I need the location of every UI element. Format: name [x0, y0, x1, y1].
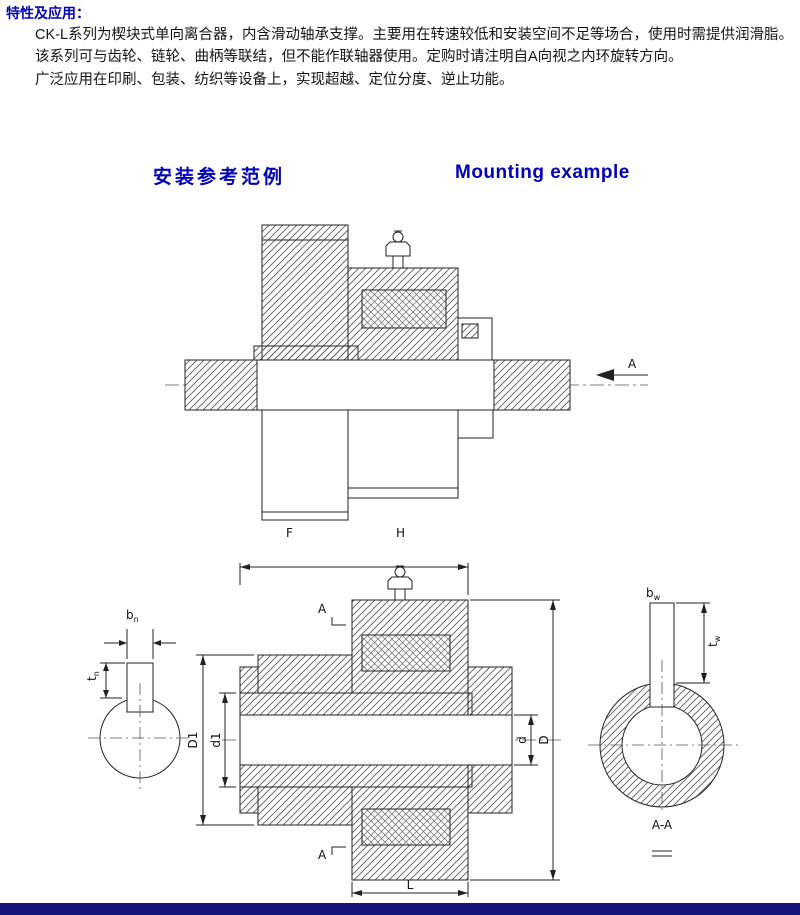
- dimension-drawing: bn tn A A D1 d1 d D L bw tw A-A: [85, 563, 738, 897]
- bearing-lower: [361, 808, 451, 846]
- shaft-hatch-right: [493, 359, 571, 411]
- dim-bn-label: bn: [126, 608, 139, 624]
- dim-tn-label: tn: [85, 671, 101, 681]
- section-view-label: A-A: [652, 818, 673, 832]
- dim-d-label: d: [515, 736, 529, 744]
- section-mark-top: [331, 617, 346, 626]
- shaft-hatch-left: [184, 359, 258, 411]
- intro-heading: 特性及应用：: [6, 5, 90, 21]
- clutch-housing-lower: [347, 409, 459, 499]
- section-heading-zh: 安装参考范例: [153, 167, 286, 188]
- bore: [239, 714, 513, 766]
- view-arrow-label: A: [628, 357, 637, 371]
- shaft-assembly-section: [165, 224, 648, 521]
- flange-lower: [257, 786, 353, 826]
- section-mark-top-label: A: [318, 602, 327, 616]
- dim-h-label: H: [396, 526, 405, 540]
- bearing-section-upper: [361, 289, 447, 329]
- grease-fitting: [385, 230, 411, 269]
- inner-ring-lower: [239, 764, 473, 788]
- dim-f-label: F: [286, 526, 293, 540]
- gear-hub-upper: [261, 224, 349, 361]
- bearing-upper: [361, 634, 451, 672]
- intro-paragraph-2: 该系列可与齿轮、链轮、曲柄等联结，但不能作联轴器使用。定购时请注明自A向视之内环…: [35, 49, 683, 66]
- inner-ring-upper: [239, 692, 473, 716]
- dim-bw-label: bw: [646, 586, 661, 602]
- section-heading-en: Mounting example: [455, 162, 630, 183]
- section-a-a-view: [588, 602, 738, 857]
- shaft-keyway-detail: [88, 629, 192, 793]
- dim-tw-label: tw: [706, 635, 722, 647]
- intro-section: 特性及应用： CK-L系列为楔块式单向离合器，内含滑动轴承支撑。主要用在转速较低…: [6, 3, 796, 91]
- intro-paragraph-1: CK-L系列为楔块式单向离合器，内含滑动轴承支撑。主要用在转速较低和安装空间不足…: [35, 27, 794, 43]
- cover-lower: [467, 764, 513, 814]
- view-direction-arrow: [596, 369, 648, 381]
- shaft-step: [456, 409, 494, 439]
- mounting-example-drawing: A F H: [165, 224, 648, 540]
- flange-upper: [257, 654, 353, 694]
- section-headings: 安装参考范例 Mounting example: [0, 162, 800, 192]
- dim-L-label: L: [407, 878, 414, 892]
- grease-fitting-2: [387, 565, 413, 601]
- section-mark-bottom-label: A: [318, 848, 327, 862]
- dim-D1-label: D1: [186, 732, 200, 749]
- gear-hub-lower: [261, 409, 349, 521]
- clutch-cross-section: [196, 563, 562, 897]
- bushing-upper: [253, 345, 359, 361]
- intro-paragraph-3: 广泛应用在印刷、包装、纺织等设备上，实现超越、定位分度、逆止功能。: [35, 71, 514, 88]
- cover-upper: [467, 666, 513, 716]
- dim-D-label: D: [537, 735, 551, 744]
- section-mark-bottom: [331, 846, 346, 855]
- footer-bar: [0, 903, 800, 915]
- dim-d1-label: d1: [209, 732, 223, 747]
